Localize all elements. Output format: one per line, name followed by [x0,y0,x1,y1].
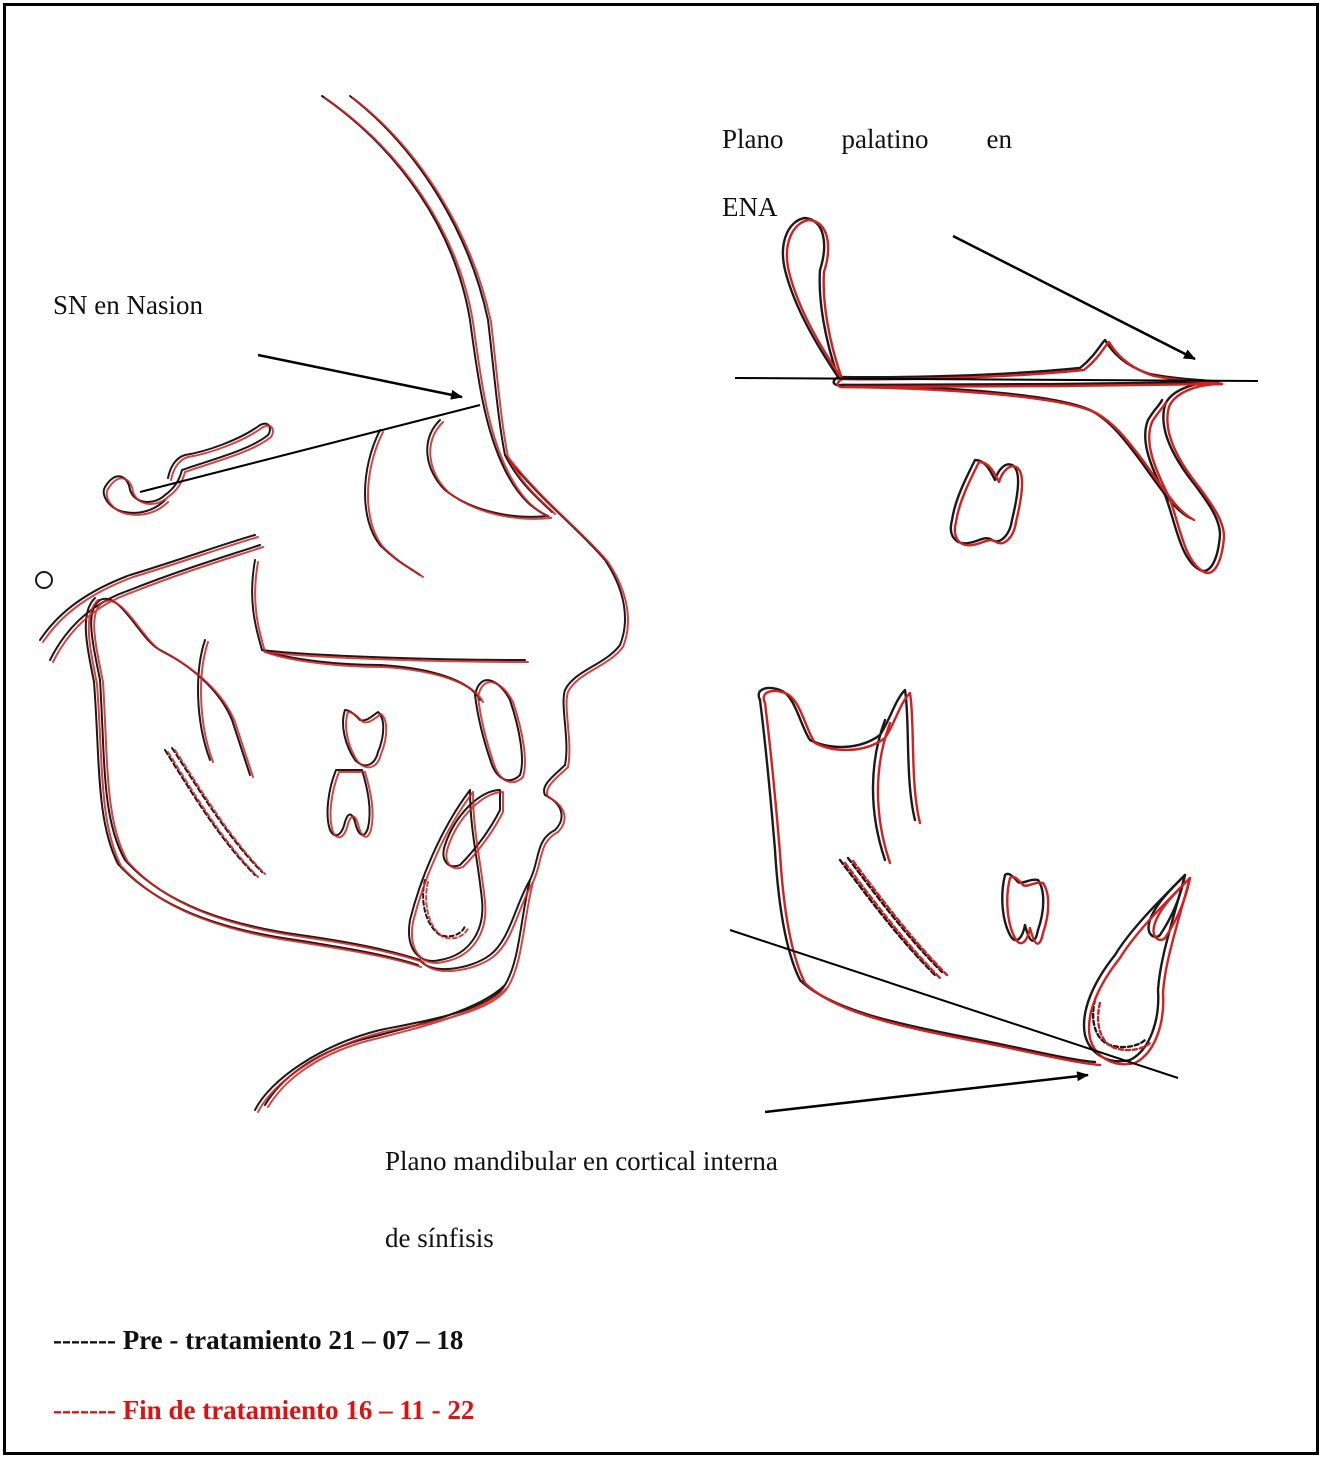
mandible-tracing-post [764,691,1190,1065]
ena-arrow [953,236,1195,359]
sn-arrow [258,355,462,397]
palatal-word-2: palatino [842,124,929,155]
sn-line [140,405,480,492]
mandibular-plane-line [730,930,1178,1078]
legend-pre-treatment: ------- Pre - tratamiento 21 – 07 – 18 [53,1325,463,1356]
palatal-label-line2: ENA [722,192,778,223]
maxilla-tracing-post [787,220,1224,573]
palatal-word-3: en [987,124,1012,155]
legend-post-treatment: ------- Fin de tratamiento 16 – 11 - 22 [53,1395,474,1426]
porion-marker [36,572,52,588]
profile-tracing-pre [40,96,625,1110]
mandibular-label-line1: Plano mandibular en cortical interna [385,1146,778,1177]
profile-tracing-post [43,98,628,1112]
palatal-word-1: Plano [722,124,784,155]
palatal-label-line1: Plano palatino en [722,124,1012,155]
mandible-tracing-pre [759,688,1185,1062]
mandibular-label-line2: de sínfisis [385,1223,494,1254]
sn-label: SN en Nasion [53,290,203,321]
mandibular-arrow [765,1075,1088,1112]
